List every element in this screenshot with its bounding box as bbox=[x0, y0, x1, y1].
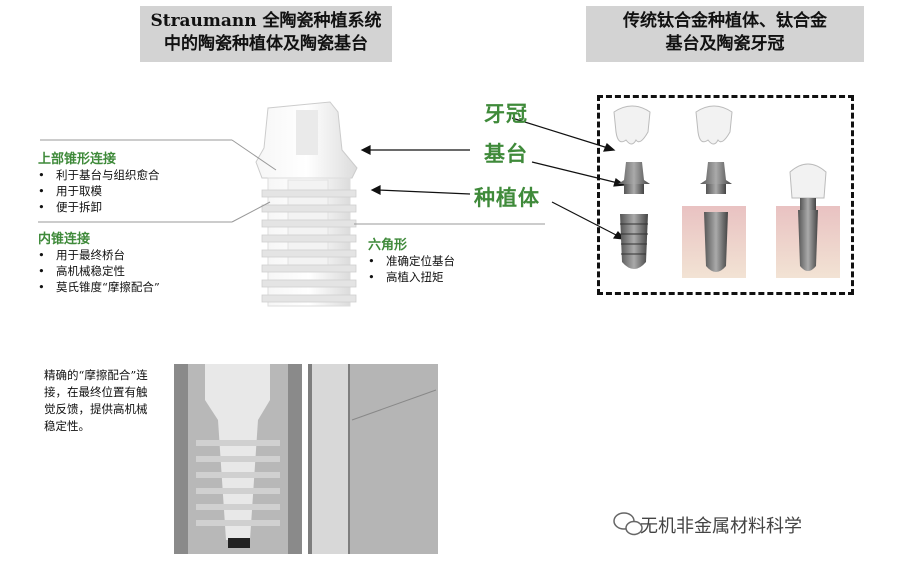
watermark-text: 无机非金属材料科学 bbox=[640, 516, 802, 537]
label-abutment: 基台 bbox=[484, 141, 528, 166]
hexagon-item: 准确定位基台 bbox=[368, 253, 528, 269]
inner-cone-section: 内锥连接 用于最终桥台 高机械稳定性 莫氏锥度“摩擦配合” bbox=[38, 228, 258, 295]
cross-section-photo-left bbox=[174, 364, 302, 554]
upper-cone-item: 利于基台与组织愈合 bbox=[38, 167, 248, 183]
wechat-icon bbox=[613, 512, 643, 536]
titanium-dashed-frame bbox=[597, 95, 854, 295]
titanium-components bbox=[613, 105, 840, 278]
title-right-line2: 基台及陶瓷牙冠 bbox=[665, 34, 785, 54]
ceramic-implant-body bbox=[261, 177, 357, 307]
hexagon-heading: 六角形 bbox=[368, 238, 408, 253]
upper-cone-item: 用于取模 bbox=[38, 183, 248, 199]
friction-fit-caption: 精确的“摩擦配合”连接，在最终位置有触觉反馈，提供高机械稳定性。 bbox=[44, 368, 148, 433]
ceramic-abutment bbox=[255, 101, 358, 179]
upper-cone-section: 上部锥形连接 利于基台与组织愈合 用于取模 便于拆卸 bbox=[38, 148, 248, 215]
inner-cone-heading: 内锥连接 bbox=[38, 232, 91, 247]
inner-cone-item: 用于最终桥台 bbox=[38, 247, 258, 263]
inner-cone-item: 莫氏锥度“摩擦配合” bbox=[38, 279, 258, 295]
inner-cone-item: 高机械稳定性 bbox=[38, 263, 258, 279]
title-right-line1: 传统钛合金种植体、钛合金 bbox=[623, 11, 827, 31]
title-left-line1: Straumann 全陶瓷种植系统 bbox=[150, 11, 382, 31]
label-crown: 牙冠 bbox=[484, 101, 528, 126]
cross-section-photo-right bbox=[308, 364, 438, 554]
title-right: 传统钛合金种植体、钛合金 基台及陶瓷牙冠 bbox=[586, 6, 864, 62]
title-left: Straumann 全陶瓷种植系统 中的陶瓷种植体及陶瓷基台 bbox=[140, 6, 392, 62]
hexagon-section: 六角形 准确定位基台 高植入扭矩 bbox=[368, 234, 528, 285]
hexagon-item: 高植入扭矩 bbox=[368, 269, 528, 285]
label-implant: 种植体 bbox=[474, 185, 540, 210]
title-left-line2: 中的陶瓷种植体及陶瓷基台 bbox=[164, 34, 368, 54]
upper-cone-heading: 上部锥形连接 bbox=[38, 152, 117, 167]
upper-cone-item: 便于拆卸 bbox=[38, 199, 248, 215]
